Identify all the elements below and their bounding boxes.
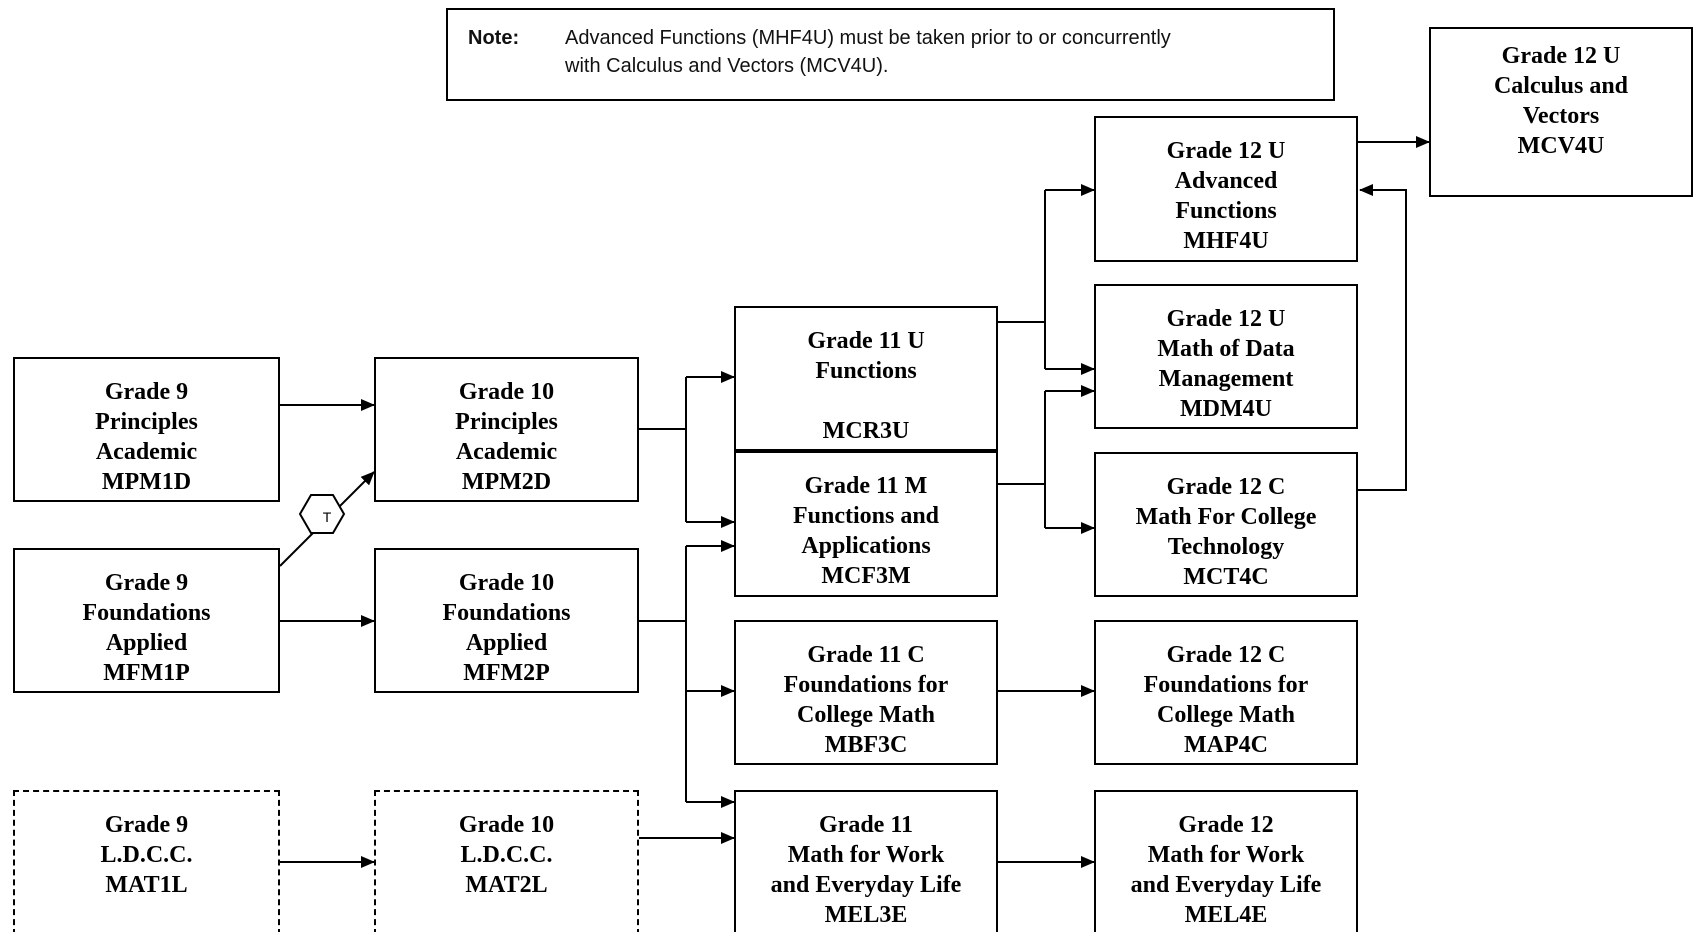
course-line: Academic xyxy=(455,439,558,465)
course-title: Grade 10 xyxy=(458,570,555,596)
course-box-mbf3c: Grade 11 C Foundations for College Math … xyxy=(734,620,998,765)
course-line: Calculus and xyxy=(1493,73,1629,99)
course-code: MCT4C xyxy=(1183,564,1269,590)
course-title: Grade 10 xyxy=(458,379,555,405)
course-title: Grade 12 U xyxy=(1166,306,1286,332)
course-box-mdm4u: Grade 12 U Math of Data Management MDM4U xyxy=(1094,284,1358,429)
course-code: MHF4U xyxy=(1183,228,1269,254)
course-code: MDM4U xyxy=(1180,396,1272,422)
note-line-1: Advanced Functions (MHF4U) must be taken… xyxy=(565,27,1171,49)
course-line: Principles xyxy=(95,409,198,435)
course-line: Math For College xyxy=(1135,504,1317,530)
course-box-mpm1d: Grade 9 Principles Academic MPM1D xyxy=(13,357,280,502)
course-title: Grade 9 xyxy=(104,812,189,838)
course-line: L.D.C.C. xyxy=(100,842,193,868)
course-code: MAT1L xyxy=(105,872,188,898)
course-line: Foundations for xyxy=(783,672,949,698)
course-line: and Everyday Life xyxy=(1130,872,1322,898)
course-line: Applied xyxy=(105,630,188,656)
course-title: Grade 11 M xyxy=(804,473,928,499)
course-box-mat2l: Grade 10 L.D.C.C. MAT2L xyxy=(374,790,639,932)
course-box-mel4e: Grade 12 Math for Work and Everyday Life… xyxy=(1094,790,1358,932)
course-box-mcr3u: Grade 11 U Functions MCR3U xyxy=(734,306,998,451)
course-title: Grade 12 xyxy=(1178,812,1274,838)
course-title: Grade 11 xyxy=(819,812,913,838)
course-box-mfm1p: Grade 9 Foundations Applied MFM1P xyxy=(13,548,280,693)
course-code: MCF3M xyxy=(821,563,911,589)
course-code: MEL4E xyxy=(1184,902,1268,928)
course-title: Grade 12 U xyxy=(1166,138,1286,164)
course-title: Grade 9 xyxy=(104,570,189,596)
note-box: Note: Advanced Functions (MHF4U) must be… xyxy=(446,8,1335,101)
course-title: Grade 12 U xyxy=(1501,43,1621,69)
course-code: MAP4C xyxy=(1184,732,1268,758)
course-line: Math for Work xyxy=(787,842,945,868)
course-line: Academic xyxy=(95,439,198,465)
course-code: MFM2P xyxy=(463,660,550,686)
course-line: Math of Data xyxy=(1157,336,1295,362)
course-code: MBF3C xyxy=(824,732,908,758)
course-code: MAT2L xyxy=(465,872,548,898)
course-code: MCR3U xyxy=(822,418,910,444)
course-line: Math for Work xyxy=(1147,842,1305,868)
course-box-map4c: Grade 12 C Foundations for College Math … xyxy=(1094,620,1358,765)
course-line: Foundations xyxy=(442,600,571,626)
course-title: Grade 10 xyxy=(458,812,555,838)
svg-text:T: T xyxy=(323,509,332,525)
course-line: College Math xyxy=(797,702,935,728)
course-code: MFM1P xyxy=(103,660,190,686)
course-box-mct4c: Grade 12 C Math For College Technology M… xyxy=(1094,452,1358,597)
course-line: L.D.C.C. xyxy=(460,842,553,868)
note-label: Note: xyxy=(468,27,520,49)
course-box-mcv4u: Grade 12 U Calculus and Vectors MCV4U xyxy=(1429,27,1693,197)
course-title: Grade 12 C xyxy=(1166,474,1286,500)
course-line: Principles xyxy=(455,409,558,435)
course-line: College Math xyxy=(1157,702,1295,728)
course-box-mcf3m: Grade 11 M Functions and Applications MC… xyxy=(734,451,998,597)
course-box-mpm2d: Grade 10 Principles Academic MPM2D xyxy=(374,357,639,502)
course-title: Grade 9 xyxy=(104,379,189,405)
arrow-mct4c-mhf4u xyxy=(1358,184,1407,491)
course-line: Foundations xyxy=(82,600,211,626)
course-line: Management xyxy=(1158,366,1294,392)
course-line: Functions xyxy=(815,358,917,384)
course-line: Functions xyxy=(1175,198,1277,224)
course-code: MEL3E xyxy=(824,902,908,928)
course-code: MPM2D xyxy=(461,469,552,495)
course-code: MCV4U xyxy=(1517,133,1605,159)
course-box-mhf4u: Grade 12 U Advanced Functions MHF4U xyxy=(1094,116,1358,262)
note-text: Advanced Functions (MHF4U) must be taken… xyxy=(565,24,1325,80)
course-line: Applied xyxy=(465,630,548,656)
course-line: Functions and xyxy=(792,503,940,529)
course-box-mfm2p: Grade 10 Foundations Applied MFM2P xyxy=(374,548,639,693)
course-box-mat1l: Grade 9 L.D.C.C. MAT1L xyxy=(13,790,280,932)
course-line: Advanced xyxy=(1174,168,1278,194)
course-line: and Everyday Life xyxy=(770,872,962,898)
course-line: Technology xyxy=(1167,534,1285,560)
transfer-course-icon: T xyxy=(298,494,346,534)
course-line: Applications xyxy=(801,533,931,559)
course-code: MPM1D xyxy=(101,469,192,495)
course-line: Foundations for xyxy=(1143,672,1309,698)
course-title: Grade 11 U xyxy=(807,328,925,354)
note-line-2: with Calculus and Vectors (MCV4U). xyxy=(565,55,889,77)
course-line: Vectors xyxy=(1522,103,1600,129)
course-box-mel3e: Grade 11 Math for Work and Everyday Life… xyxy=(734,790,998,932)
course-title: Grade 11 C xyxy=(807,642,925,668)
course-title: Grade 12 C xyxy=(1166,642,1286,668)
